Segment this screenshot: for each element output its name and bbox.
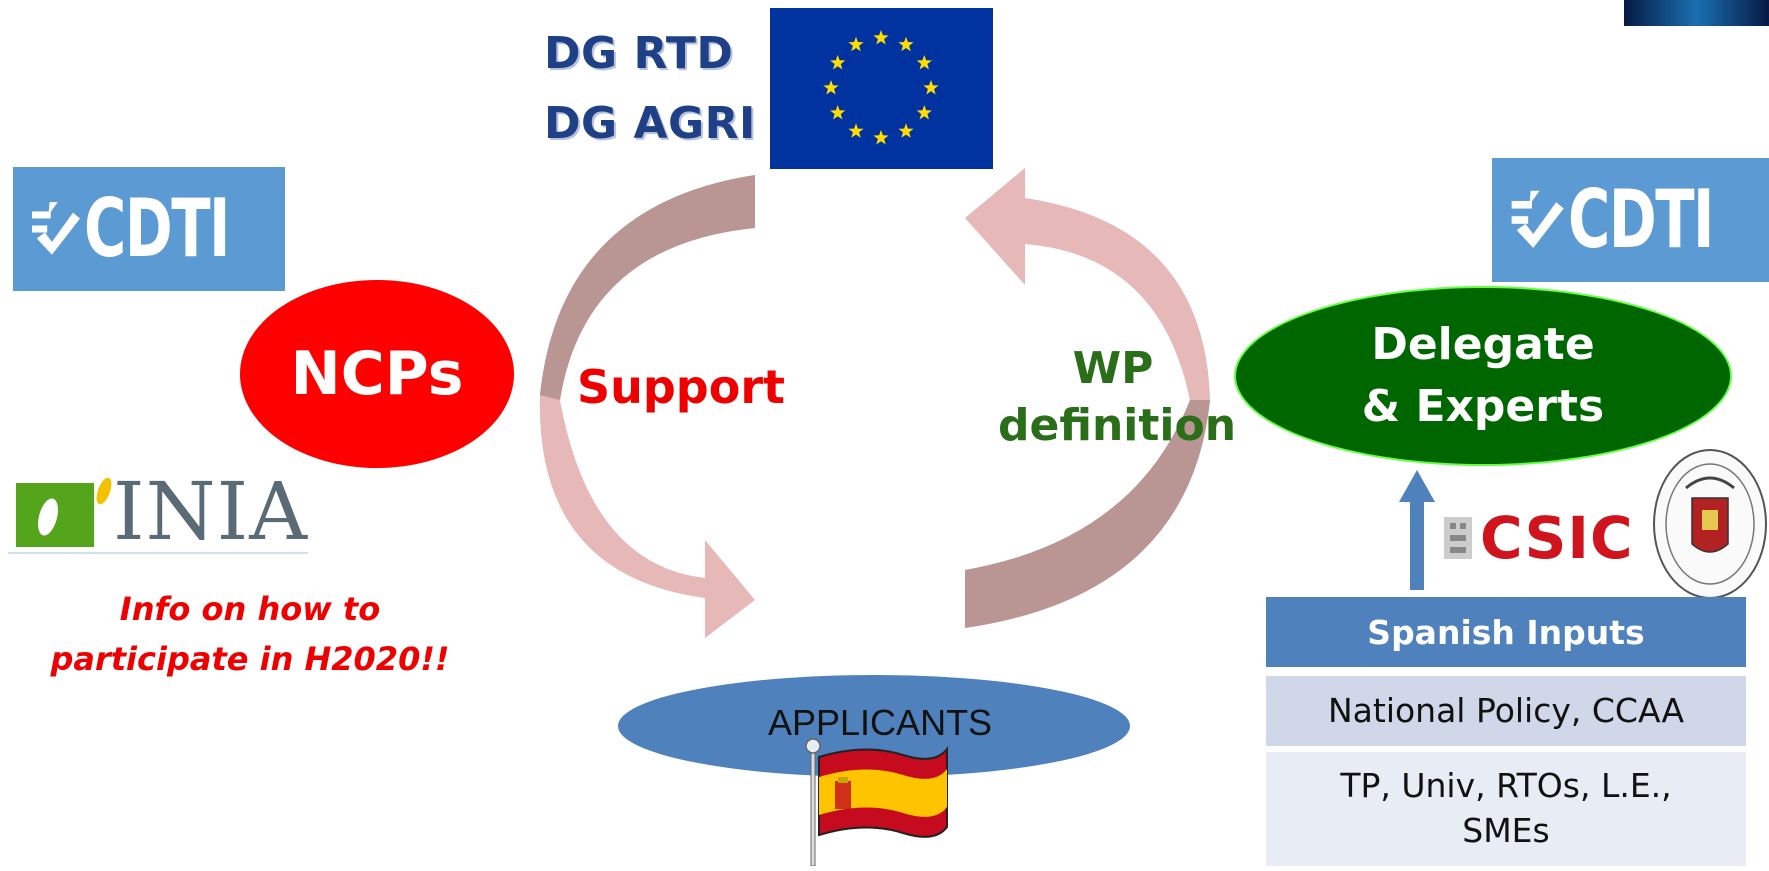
cdti-check-icon [1511,190,1564,248]
university-seal-icon [1652,448,1769,600]
csic-logo: CSIC [1442,504,1652,572]
eu-star-icon [916,55,932,70]
inia-logo-text: INIA [113,464,308,558]
spain-flag-icon [805,735,965,867]
cdti-logo-left: CDTI [13,167,285,291]
cdti-logo-text-right: CDTI [1567,173,1714,266]
csic-emblem-icon [1444,517,1472,559]
eu-stars [823,30,939,145]
eu-star-icon [848,123,864,138]
eu-flag-icon [770,8,993,169]
delegate-experts-node: Delegate & Experts [1234,286,1732,466]
eu-star-icon [848,36,864,52]
cdti-logo-right: CDTI [1492,158,1769,282]
corner-thumbnail [1624,0,1769,26]
delegate-line-1: Delegate [1371,319,1595,371]
up-arrow-head [1399,470,1435,502]
dg-agri-label: DG AGRI [544,98,756,149]
spain-flag-svg [805,738,948,867]
support-arrow-shade [540,175,755,400]
csic-logo-text: CSIC [1480,504,1634,572]
up-arrow-shaft [1410,500,1424,590]
wp-line-1: WP [1072,343,1154,394]
eu-star-icon [830,105,846,120]
wp-line-2: definition [998,400,1237,452]
ncps-label: NCPs [290,339,464,409]
table-cell-national-policy: National Policy, CCAA [1327,690,1685,730]
university-seal-svg [1653,449,1767,599]
eu-star-icon [873,130,889,145]
wp-definition-label: WP definition [998,340,1237,454]
dg-rtd-label: DG RTD [544,28,734,79]
table-row: National Policy, CCAA [1266,676,1746,746]
spanish-inputs-header: Spanish Inputs [1266,597,1746,667]
eu-star-icon [830,55,846,70]
eu-star-icon [916,105,932,120]
eu-star-icon [873,30,889,45]
applicants-label: APPLICANTS [768,702,993,743]
cdti-logo-text: CDTI [83,182,230,275]
info-line-2: participate in H2020!! [50,640,450,678]
table-cell-stakeholders: TP, Univ, RTOs, L.E., SMEs [1340,766,1672,850]
inia-leaf-icon [16,477,112,547]
eu-star-icon [898,123,914,138]
ncps-node: NCPs [240,280,514,468]
inia-logo: INIA [8,465,308,558]
support-label: Support [577,360,786,414]
cdti-check-icon [32,202,81,255]
delegate-line-2: & Experts [1361,381,1605,432]
wp-definition-arrow-shade [965,400,1210,628]
spanish-inputs-header-label: Spanish Inputs [1367,612,1645,652]
table-row: TP, Univ, RTOs, L.E., SMEs [1266,752,1746,866]
info-line-1: Info on how to [119,590,381,628]
eu-star-icon [823,80,839,95]
eu-star-icon [923,80,939,95]
eu-star-icon [898,36,914,52]
